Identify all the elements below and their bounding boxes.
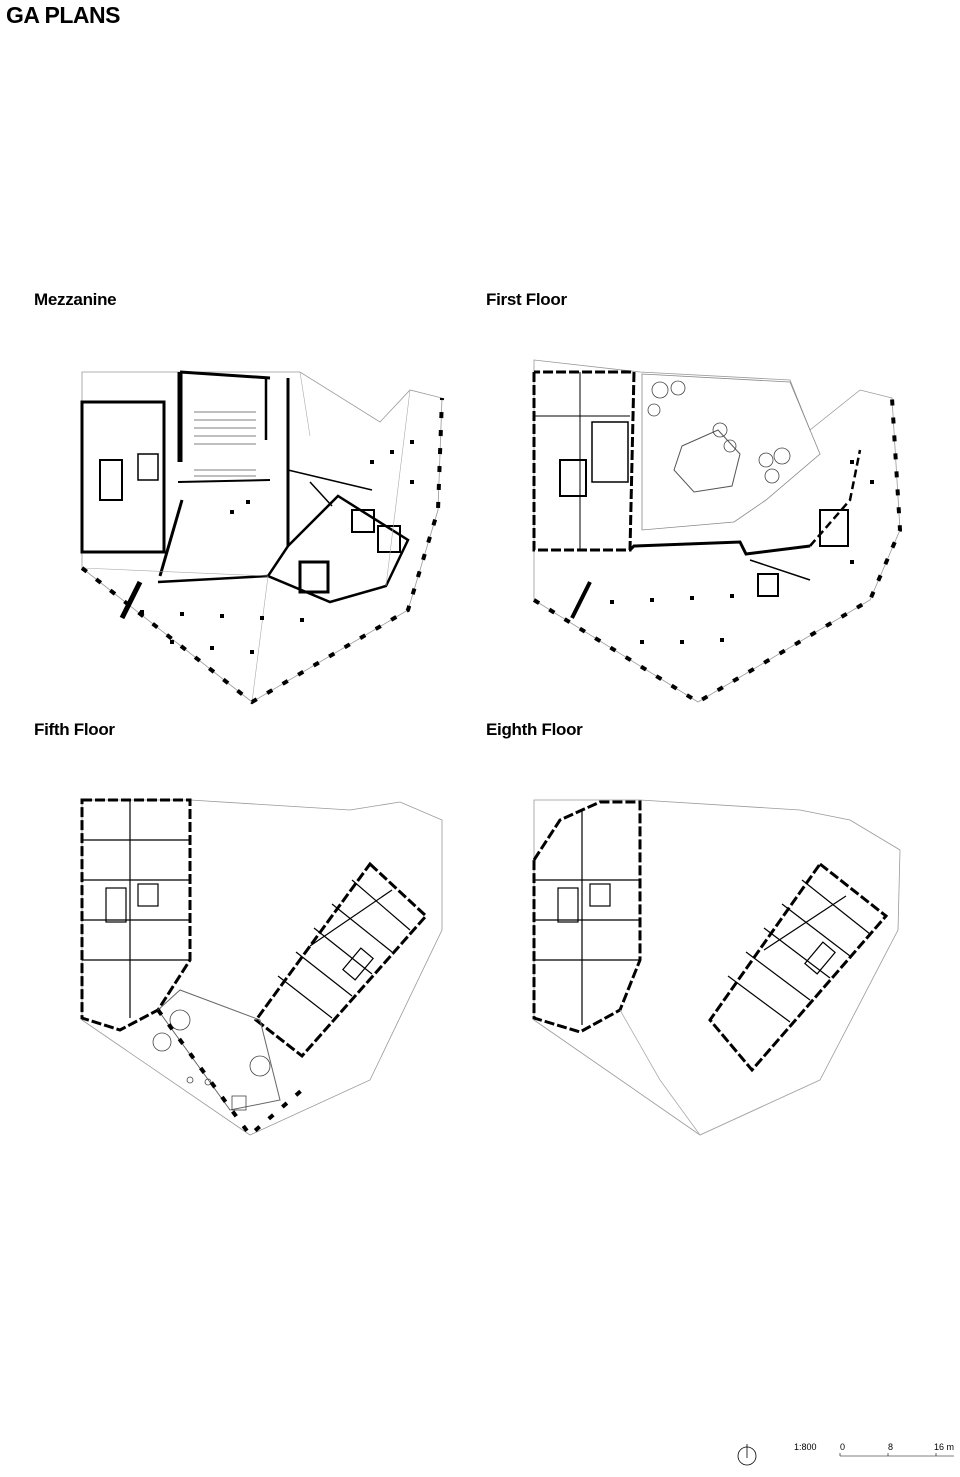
fifth-floor-plan: [70, 780, 460, 1140]
north-arrow-icon: [737, 1444, 757, 1466]
eighth-floor-plan: [520, 780, 920, 1140]
mezzanine-plan: [70, 350, 460, 710]
scale-bar: 1:800 0 8 16 m: [736, 1436, 960, 1476]
plan-label-first-floor: First Floor: [486, 290, 567, 309]
scale-tick-8: 8: [888, 1442, 894, 1452]
scale-tick-0: 0: [840, 1442, 846, 1452]
scale-ratio: 1:800: [794, 1442, 817, 1452]
plan-label-eighth-floor: Eighth Floor: [486, 720, 583, 739]
plan-label-fifth-floor: Fifth Floor: [34, 720, 115, 739]
page-title: GA PLANS: [6, 2, 121, 28]
scale-tick-16: 16 m: [934, 1442, 955, 1452]
first-floor-plan: [520, 350, 920, 710]
plan-label-mezzanine: Mezzanine: [34, 290, 117, 309]
